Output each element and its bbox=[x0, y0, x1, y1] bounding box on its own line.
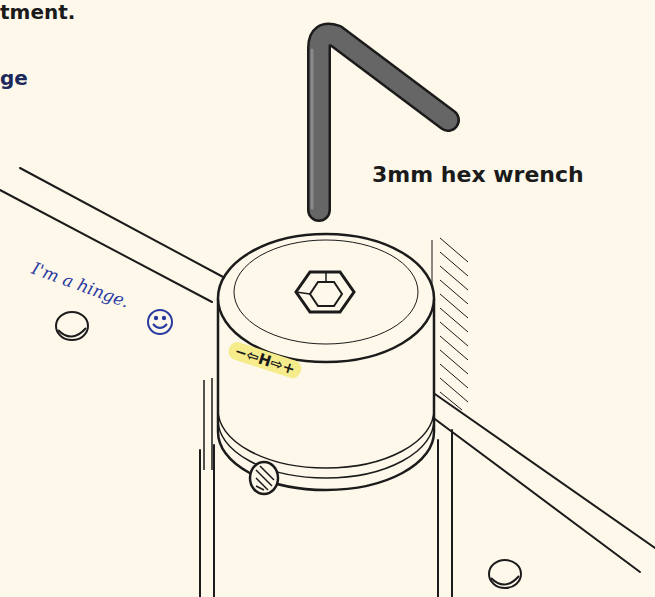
smiley-face bbox=[148, 310, 172, 334]
wrench-shine bbox=[311, 50, 314, 208]
screw-hatch bbox=[256, 466, 274, 490]
cut-off-note: tment. bbox=[0, 0, 75, 24]
rivet bbox=[489, 560, 521, 588]
hex-socket-inner bbox=[310, 282, 342, 306]
smiley-mouth bbox=[153, 324, 167, 328]
tool-label: 3mm hex wrench bbox=[372, 162, 584, 187]
cap-top bbox=[218, 234, 434, 362]
rivet bbox=[56, 312, 88, 340]
plate-lines bbox=[0, 168, 655, 597]
cap-rim bbox=[234, 240, 418, 344]
rivets bbox=[56, 312, 521, 588]
rivet-edge bbox=[491, 576, 519, 585]
hinge-cap bbox=[204, 234, 434, 494]
cap-ring bbox=[218, 420, 434, 478]
hatch bbox=[432, 238, 468, 420]
cap-ring bbox=[218, 410, 434, 468]
rivet-edge bbox=[58, 328, 86, 337]
slot bbox=[204, 378, 212, 470]
hex-socket bbox=[296, 272, 354, 312]
socket-line bbox=[296, 272, 326, 294]
smiley-eye bbox=[163, 317, 165, 319]
wall-hatching bbox=[432, 238, 468, 420]
smiley bbox=[148, 310, 172, 334]
cut-off-note: ge bbox=[0, 66, 28, 90]
hinge-note: I'm a hinge. bbox=[29, 258, 132, 312]
plate-edge bbox=[20, 168, 225, 278]
screw bbox=[250, 462, 278, 494]
smiley-eye bbox=[155, 317, 157, 319]
plate-edge bbox=[412, 402, 640, 572]
plate-edge bbox=[432, 392, 655, 548]
